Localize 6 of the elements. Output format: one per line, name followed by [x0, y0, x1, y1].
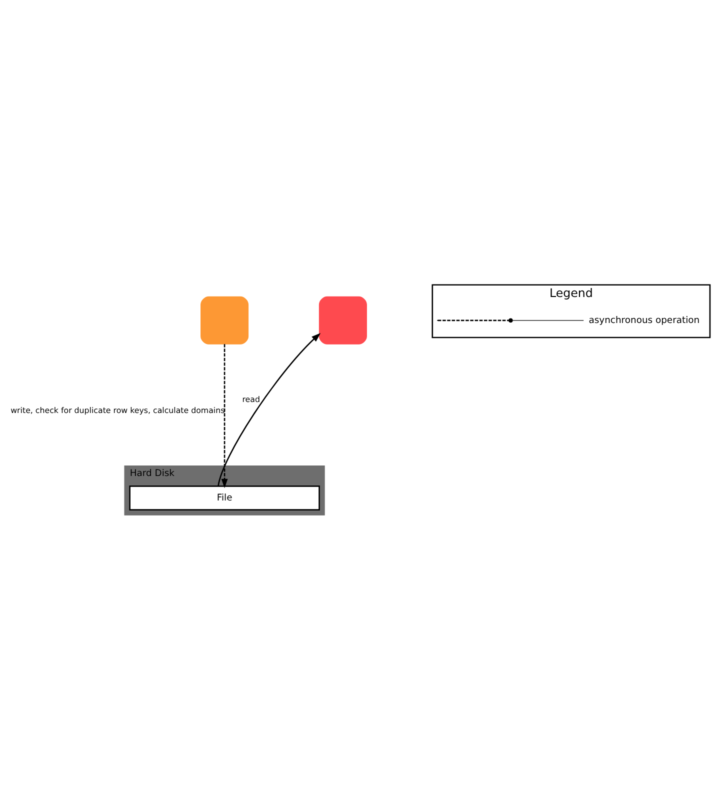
node-box — [318, 296, 367, 344]
node-box: File — [129, 486, 320, 510]
arrow — [221, 344, 228, 488]
legend-label: asynchronous operation — [588, 314, 700, 326]
node-box — [200, 296, 249, 344]
arrow — [218, 332, 321, 486]
